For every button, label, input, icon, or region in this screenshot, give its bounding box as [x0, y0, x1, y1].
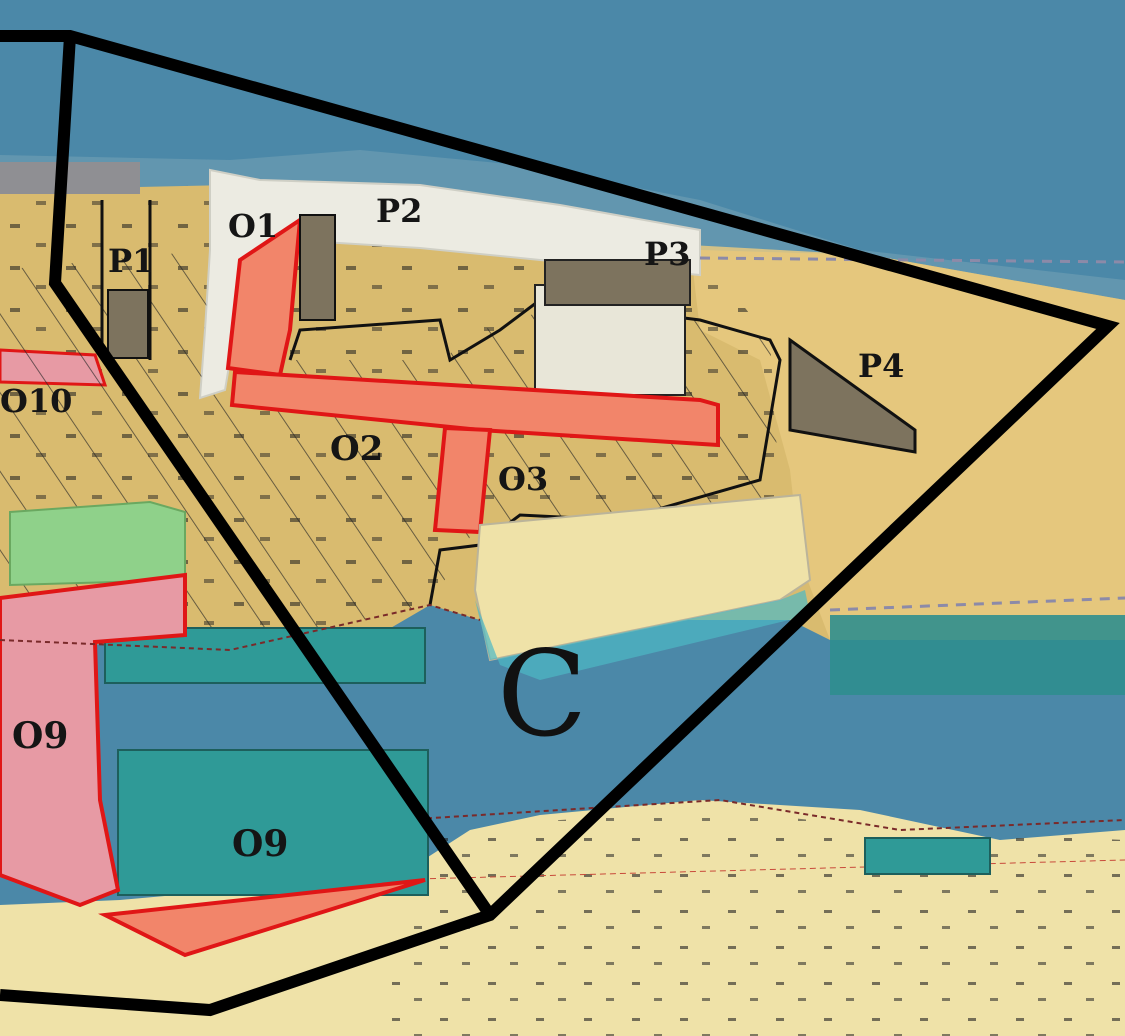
label-o3: O3	[498, 460, 548, 498]
zone-o9-pink[interactable]	[0, 572, 187, 908]
zone-o1[interactable]	[225, 216, 303, 378]
label-o2: O2	[330, 429, 383, 469]
teal-dock-east	[830, 615, 1125, 695]
label-p1: P1	[108, 242, 154, 280]
north-shoreline	[0, 603, 481, 652]
zone-p1[interactable]	[107, 289, 149, 359]
zone-o3-bar[interactable]	[432, 425, 493, 535]
dark-block-p3	[544, 259, 691, 306]
label-p4: P4	[858, 347, 904, 385]
label-o9-bottom: O9	[232, 823, 288, 865]
teal-dock-south	[864, 837, 991, 875]
dark-strip-o1	[299, 214, 336, 321]
zone-o2-bar[interactable]	[229, 369, 720, 448]
label-o10: O10	[0, 382, 72, 420]
study-boundary	[0, 30, 1120, 1017]
label-p2: P2	[376, 192, 422, 230]
red-triangle-south	[98, 878, 426, 958]
label-p3: P3	[644, 235, 690, 273]
label-o9-left: O9	[12, 715, 68, 757]
study-boundary-inner	[48, 35, 495, 919]
grey-strip	[0, 162, 140, 194]
label-c: C	[497, 625, 587, 763]
south-land-dots	[380, 810, 1125, 1036]
label-o1: O1	[228, 207, 278, 245]
zone-p4[interactable]	[788, 337, 917, 454]
south-shoreline	[399, 798, 1125, 832]
zone-green	[9, 500, 186, 587]
